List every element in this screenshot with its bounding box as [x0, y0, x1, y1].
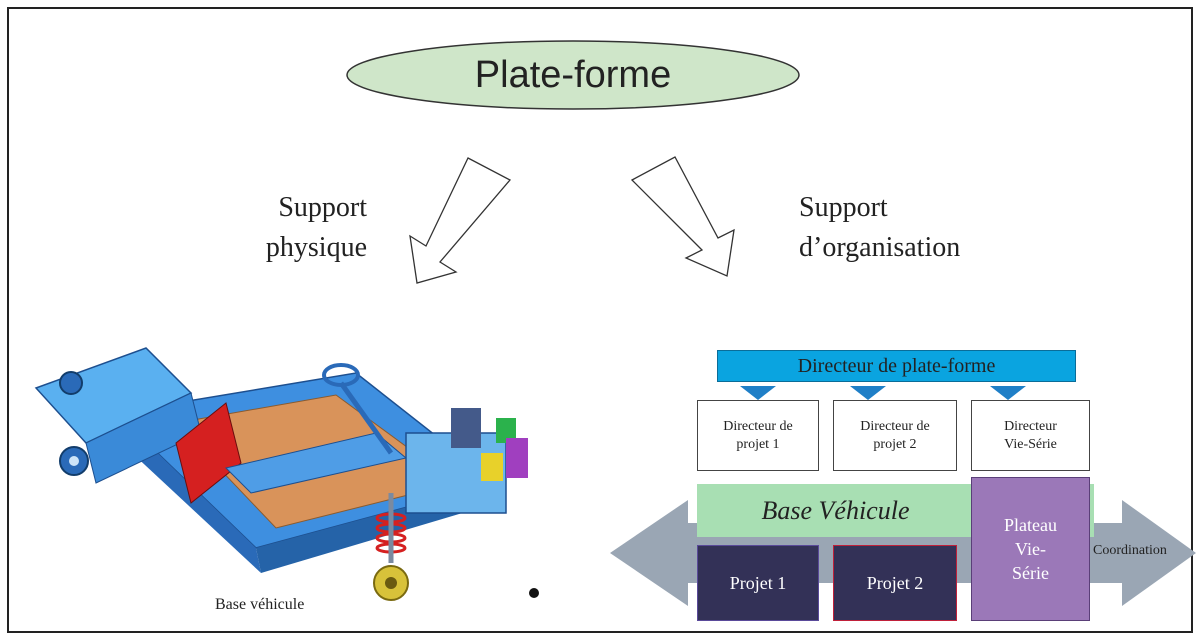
director-vie-serie-box: Directeur Vie-Série	[971, 400, 1090, 471]
plateau-line: Série	[1012, 563, 1049, 583]
coordination-label: Coordination	[1093, 543, 1167, 558]
director-line: Directeur de	[860, 418, 930, 434]
arrow-to-physical	[409, 157, 512, 284]
project-1-box: Projet 1	[697, 545, 819, 621]
top-director-box: Directeur de plate-forme	[717, 350, 1076, 382]
director-line: Vie-Série	[1004, 436, 1057, 452]
director-line: Directeur	[1004, 418, 1057, 434]
director-line: projet 1	[736, 436, 780, 452]
pointer-1	[740, 386, 776, 400]
vehicle-base-illustration	[34, 347, 539, 601]
director-project-2-box: Directeur de projet 2	[833, 400, 957, 471]
title-ellipse	[346, 40, 800, 110]
pointer-2	[850, 386, 886, 400]
label-line: Support	[799, 192, 888, 223]
label-line: physique	[265, 232, 367, 263]
plateau-line: Plateau	[1004, 515, 1057, 535]
director-line: Directeur de	[723, 418, 793, 434]
label-line: d’organisation	[799, 232, 961, 263]
pointer-3	[990, 386, 1026, 400]
diagram-title: Plate-forme	[474, 53, 672, 96]
label-support-physique: Support physique	[262, 188, 367, 268]
arrow-to-organisation	[630, 156, 735, 277]
plateau-vie-serie-box: Plateau Vie- Série	[971, 477, 1090, 621]
plateau-line: Vie-	[1015, 539, 1046, 559]
director-project-1-box: Directeur de projet 1	[697, 400, 819, 471]
label-line: Support	[278, 192, 367, 223]
label-support-organisation: Support d’organisation	[799, 188, 960, 268]
project-2-box: Projet 2	[833, 545, 957, 621]
director-line: projet 2	[873, 436, 917, 452]
left-caption: Base véhicule	[215, 596, 305, 613]
